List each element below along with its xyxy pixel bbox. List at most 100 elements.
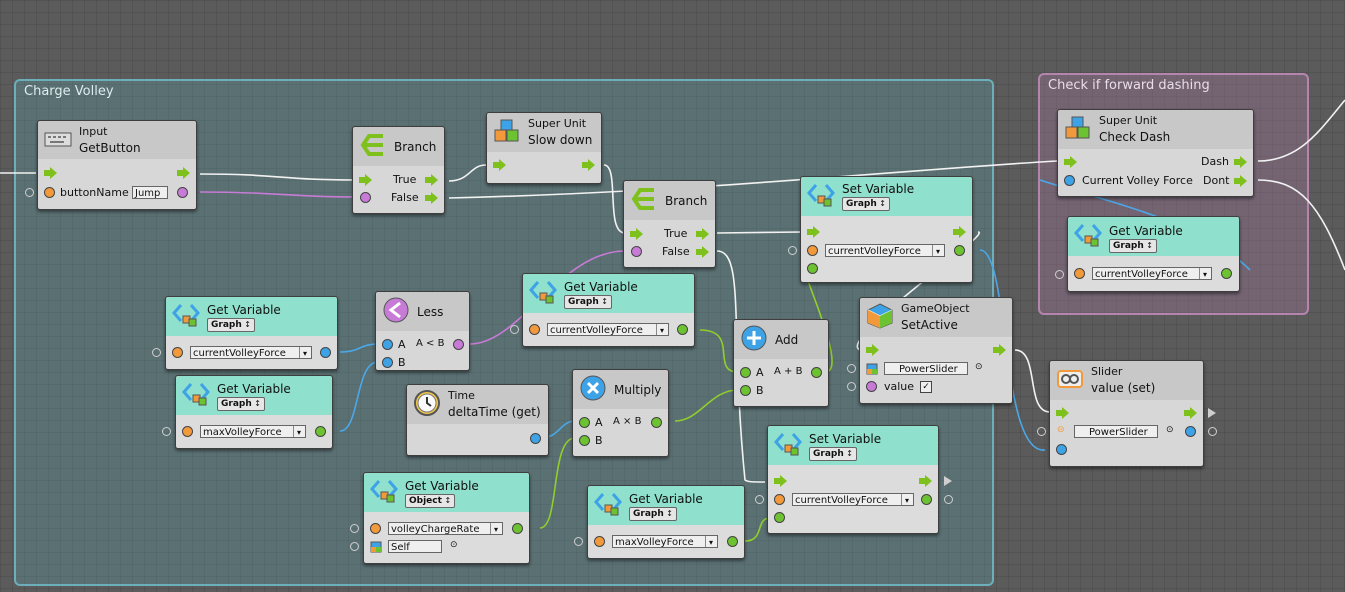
variable-name-field[interactable]: currentVolleyForce <box>190 346 312 359</box>
self-field[interactable]: Self <box>388 540 442 553</box>
name-port[interactable] <box>182 426 193 437</box>
target-field[interactable]: PowerSlider <box>1074 425 1158 438</box>
unconnected-flow-port[interactable] <box>1208 408 1216 418</box>
name-port[interactable] <box>594 536 605 547</box>
object-picker-icon[interactable]: ⊙ <box>975 362 983 372</box>
unconnected-flow-port[interactable] <box>944 476 952 486</box>
variable-name-field[interactable]: currentVolleyForce <box>825 244 945 257</box>
node-get-variable-dash[interactable]: Get Variable Graph currentVolleyForce <box>1067 216 1240 292</box>
variable-name-field[interactable]: volleyChargeRate <box>388 522 503 535</box>
unconnected-port[interactable] <box>847 364 856 373</box>
float-out-port[interactable] <box>530 433 541 444</box>
node-add[interactable]: Add A A + B B <box>733 319 829 407</box>
unconnected-port[interactable] <box>788 246 797 255</box>
float-out-port[interactable] <box>1185 426 1196 437</box>
node-get-variable-current-2[interactable]: Get Variable Graph currentVolleyForce <box>522 273 695 347</box>
unconnected-port[interactable] <box>350 542 359 551</box>
value-out-port[interactable] <box>1221 268 1232 279</box>
unconnected-port[interactable] <box>1208 427 1217 436</box>
name-port[interactable] <box>529 324 540 335</box>
unconnected-port[interactable] <box>574 537 583 546</box>
unconnected-port[interactable] <box>1055 270 1064 279</box>
value-out-port[interactable] <box>512 523 523 534</box>
condition-port[interactable] <box>360 192 371 203</box>
variable-name-field[interactable]: currentVolleyForce <box>1092 267 1212 280</box>
node-super-unit-check-dash[interactable]: Super Unit Check Dash Dash Current Volle… <box>1057 109 1254 197</box>
bool-out-port[interactable] <box>177 187 188 198</box>
unconnected-port[interactable] <box>847 382 856 391</box>
b-in-port[interactable] <box>382 357 393 368</box>
value-in-port[interactable] <box>774 512 785 523</box>
variable-name-field[interactable]: maxVolleyForce <box>612 535 718 548</box>
name-port[interactable] <box>370 523 381 534</box>
scope-dropdown[interactable]: Graph <box>629 507 677 521</box>
scope-dropdown[interactable]: Graph <box>809 447 857 461</box>
name-port[interactable] <box>807 245 818 256</box>
scope-dropdown[interactable]: Graph <box>217 397 265 411</box>
a-in-port[interactable] <box>579 417 590 428</box>
scope-dropdown[interactable]: Graph <box>1109 239 1157 253</box>
node-category: Super Unit <box>1099 114 1158 127</box>
value-out-port[interactable] <box>921 494 932 505</box>
condition-port[interactable] <box>631 246 642 257</box>
b-in-port[interactable] <box>579 435 590 446</box>
unconnected-port[interactable] <box>510 325 519 334</box>
node-less[interactable]: Less A A < B B <box>375 291 470 371</box>
node-super-unit-slow-down[interactable]: Super Unit Slow down <box>486 112 602 184</box>
node-get-variable-current-1[interactable]: Get Variable Graph currentVolleyForce <box>165 296 338 370</box>
name-port[interactable] <box>774 494 785 505</box>
value-out-port[interactable] <box>954 245 965 256</box>
value-checkbox[interactable]: ✓ <box>920 381 932 393</box>
node-branch-1[interactable]: Branch True False <box>352 126 445 214</box>
name-port[interactable] <box>1074 268 1085 279</box>
value-out-port[interactable] <box>727 536 738 547</box>
value-in-port[interactable] <box>807 263 818 274</box>
object-picker-icon[interactable]: ⊙ <box>450 540 458 550</box>
value-out-port[interactable] <box>651 417 662 428</box>
object-picker-icon[interactable]: ⊙ <box>1166 425 1174 435</box>
node-get-variable-charge-rate[interactable]: Get Variable Object volleyChargeRate Sel… <box>363 472 530 564</box>
super-unit-icon <box>494 119 519 142</box>
node-branch-2[interactable]: Branch True False <box>623 180 716 268</box>
unconnected-port[interactable] <box>162 427 171 436</box>
variable-name-field[interactable]: currentVolleyForce <box>792 493 914 506</box>
unconnected-port[interactable] <box>152 348 161 357</box>
node-gameobject-setactive[interactable]: GameObject SetActive PowerSlider ⊙ value… <box>859 297 1013 404</box>
node-input-getbutton[interactable]: Input GetButton buttonName Jump <box>37 120 197 210</box>
bool-in-port[interactable] <box>866 381 877 392</box>
bool-out-port[interactable] <box>453 339 464 350</box>
button-name-field[interactable]: Jump <box>132 186 168 199</box>
node-slider-value-set[interactable]: Slider value (set) ⊝ PowerSlider ⊙ <box>1049 360 1204 467</box>
float-in-port[interactable] <box>1064 175 1075 186</box>
scope-dropdown[interactable]: Graph <box>842 197 890 211</box>
variable-name-field[interactable]: maxVolleyForce <box>200 425 306 438</box>
value-out-port[interactable] <box>315 426 326 437</box>
scope-dropdown[interactable]: Graph <box>207 318 255 332</box>
scope-dropdown[interactable]: Graph <box>564 295 612 309</box>
unconnected-port[interactable] <box>944 495 953 504</box>
variable-name-field[interactable]: currentVolleyForce <box>547 323 669 336</box>
node-multiply[interactable]: Multiply A A × B B <box>572 369 669 457</box>
value-out-port[interactable] <box>811 367 822 378</box>
unconnected-port[interactable] <box>25 188 34 197</box>
false-label: False <box>662 245 690 258</box>
gameobject-icon <box>866 363 878 375</box>
scope-dropdown[interactable]: Object <box>405 494 456 508</box>
target-field[interactable]: PowerSlider <box>884 362 968 375</box>
float-out-port[interactable] <box>320 347 331 358</box>
node-set-variable-1[interactable]: Set Variable Graph currentVolleyForce <box>800 176 973 283</box>
unconnected-port[interactable] <box>350 524 359 533</box>
unconnected-port[interactable] <box>755 495 764 504</box>
a-in-port[interactable] <box>382 339 393 350</box>
a-in-port[interactable] <box>740 367 751 378</box>
value-in-port[interactable] <box>1056 444 1067 455</box>
value-out-port[interactable] <box>677 324 688 335</box>
node-time-deltatime[interactable]: Time deltaTime (get) <box>406 384 549 456</box>
node-get-variable-max-2[interactable]: Get Variable Graph maxVolleyForce <box>587 485 745 559</box>
name-port[interactable] <box>172 347 183 358</box>
node-set-variable-2[interactable]: Set Variable Graph currentVolleyForce <box>767 425 939 534</box>
node-get-variable-max-1[interactable]: Get Variable Graph maxVolleyForce <box>175 375 333 449</box>
b-in-port[interactable] <box>740 385 751 396</box>
unconnected-port[interactable] <box>1037 427 1046 436</box>
string-port[interactable] <box>44 187 55 198</box>
